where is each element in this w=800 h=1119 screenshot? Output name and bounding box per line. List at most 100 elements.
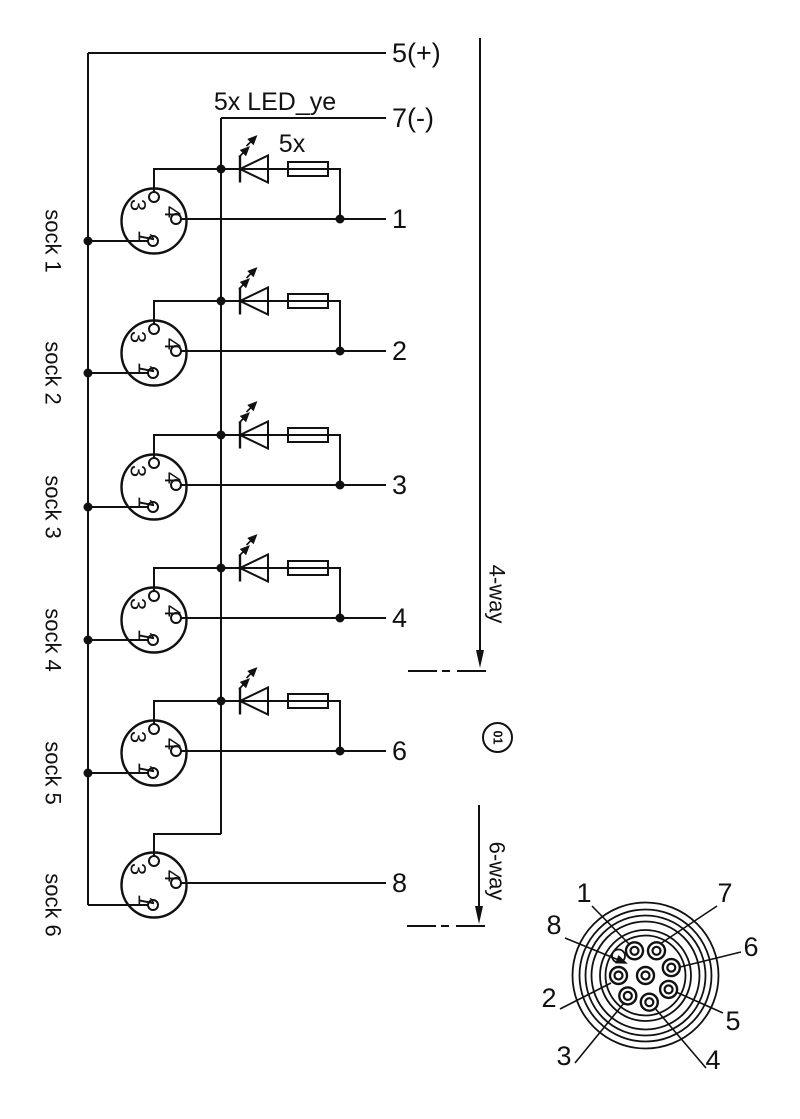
output-pin-label: 4: [392, 603, 407, 633]
leader-pin-8: [564, 937, 628, 964]
socket-pin-4: [170, 612, 182, 624]
led-indicator: [237, 135, 269, 185]
connector-pin-4-label: 4: [705, 1045, 720, 1075]
pin-1-label: 1: [134, 363, 159, 375]
4-way-label: 4-way: [485, 565, 510, 624]
socket-3-body: [120, 453, 188, 521]
leader-pin-7: [659, 905, 718, 945]
socket-pin-1: [147, 899, 159, 911]
pin-1-label: 1: [134, 497, 159, 509]
contact-3: [618, 986, 638, 1006]
fuse-group-label: 5x: [279, 130, 306, 158]
leader-pin-5: [675, 991, 724, 1014]
6-way-label: 6-way: [485, 842, 510, 901]
light-emission-arrow: [245, 667, 258, 679]
contact-7: [646, 941, 667, 961]
4-way-extent: 4-way: [408, 38, 510, 672]
led-indicator: [237, 401, 269, 451]
light-emission-arrow: [245, 401, 258, 413]
light-emission-arrow: [245, 267, 258, 279]
socket-6-body: [120, 851, 188, 919]
output-pin-label: 1: [392, 204, 407, 234]
socket-pin-4: [170, 213, 182, 225]
connector-pin-7-label: 7: [717, 878, 732, 908]
socket-pin-1: [147, 767, 159, 779]
connector-pin-2-label: 2: [541, 983, 556, 1013]
6-way-arrowhead: [475, 906, 483, 924]
leader-pin-2: [559, 982, 612, 1010]
socket-2-name: sock 2: [41, 341, 66, 405]
socket-1-name: sock 1: [41, 209, 66, 273]
socket-5-body: [120, 719, 188, 787]
socket-6-name: sock 6: [41, 873, 66, 937]
fuse-symbol: [287, 560, 329, 576]
fuse-symbol: [287, 161, 329, 177]
socket-pin-4: [170, 345, 182, 357]
socket-4-name: sock 4: [41, 608, 66, 672]
contact-8: [635, 965, 656, 986]
socket-pin-3: [148, 723, 160, 735]
connector-pin-5-label: 5: [725, 1006, 740, 1036]
socket-5-name: sock 5: [41, 741, 66, 805]
leader-pin-1: [591, 905, 631, 946]
socket-1-body: [120, 187, 188, 255]
pin-3-label: 3: [126, 331, 151, 343]
pin-4-label: 4: [160, 605, 185, 617]
socket-pin-3: [148, 323, 160, 335]
pin-1-label: 1: [134, 630, 159, 642]
revision-marker: 01: [482, 722, 513, 753]
rail-negative-label: 7(-): [392, 103, 434, 133]
fuse-symbol: [287, 293, 329, 309]
socket-pin-3: [148, 855, 160, 867]
pin-4-label: 4: [160, 870, 185, 882]
socket-4-circuit: 3 4 1 4: [83, 534, 407, 654]
contact-1: [624, 941, 645, 961]
socket-4-body: [120, 586, 188, 654]
connector-pin-6-label: 6: [743, 932, 758, 962]
fuse-symbol: [287, 693, 329, 709]
pin-3-label: 3: [126, 863, 151, 875]
socket-5-circuit: 3 4 1 6: [83, 667, 407, 787]
contact-4: [639, 992, 659, 1012]
revision-circle: [482, 722, 513, 753]
socket-6-circuit: 3 4 1 8: [88, 833, 407, 919]
led-indicator: [237, 534, 269, 584]
leader-pin-3: [574, 1002, 625, 1064]
pin-1-label: 1: [134, 763, 159, 775]
socket-pin-3: [148, 590, 160, 602]
led-indicator: [237, 267, 269, 317]
leader-pin-4: [653, 1006, 707, 1069]
socket-pin-1: [147, 501, 159, 513]
socket-2-body: [120, 319, 188, 387]
pin-3-label: 3: [126, 199, 151, 211]
output-pin-label: 3: [392, 470, 407, 500]
socket-3-name: sock 3: [41, 475, 66, 539]
rail-positive-label: 5(+): [392, 38, 441, 68]
socket-pin-1: [147, 235, 159, 247]
pin-4-label: 4: [160, 338, 185, 350]
fuse-symbol: [287, 427, 329, 443]
connector-pin-3-label: 3: [556, 1041, 571, 1071]
leader-pin-6: [679, 951, 742, 968]
pin-1-label: 1: [134, 231, 159, 243]
led-group-label: 5x LED_ye: [214, 88, 336, 116]
output-pin-label: 8: [392, 868, 407, 898]
pin-3-label: 3: [126, 598, 151, 610]
socket-pin-4: [170, 745, 182, 757]
contact-5: [658, 979, 679, 1000]
pin-3-label: 3: [126, 465, 151, 477]
light-emission-arrow: [238, 678, 250, 690]
pin-4-label: 4: [160, 206, 185, 218]
socket-pin-3: [148, 191, 160, 203]
light-emission-arrow: [245, 534, 258, 546]
connector-pin-1-label: 1: [576, 878, 591, 908]
light-emission-arrow: [238, 146, 250, 158]
4-way-arrowhead: [476, 650, 484, 668]
socket-2-circuit: 3 4 1 2: [83, 267, 407, 387]
pin-3-label: 3: [126, 731, 151, 743]
pin-4-label: 4: [160, 472, 185, 484]
contact-6: [661, 957, 681, 978]
